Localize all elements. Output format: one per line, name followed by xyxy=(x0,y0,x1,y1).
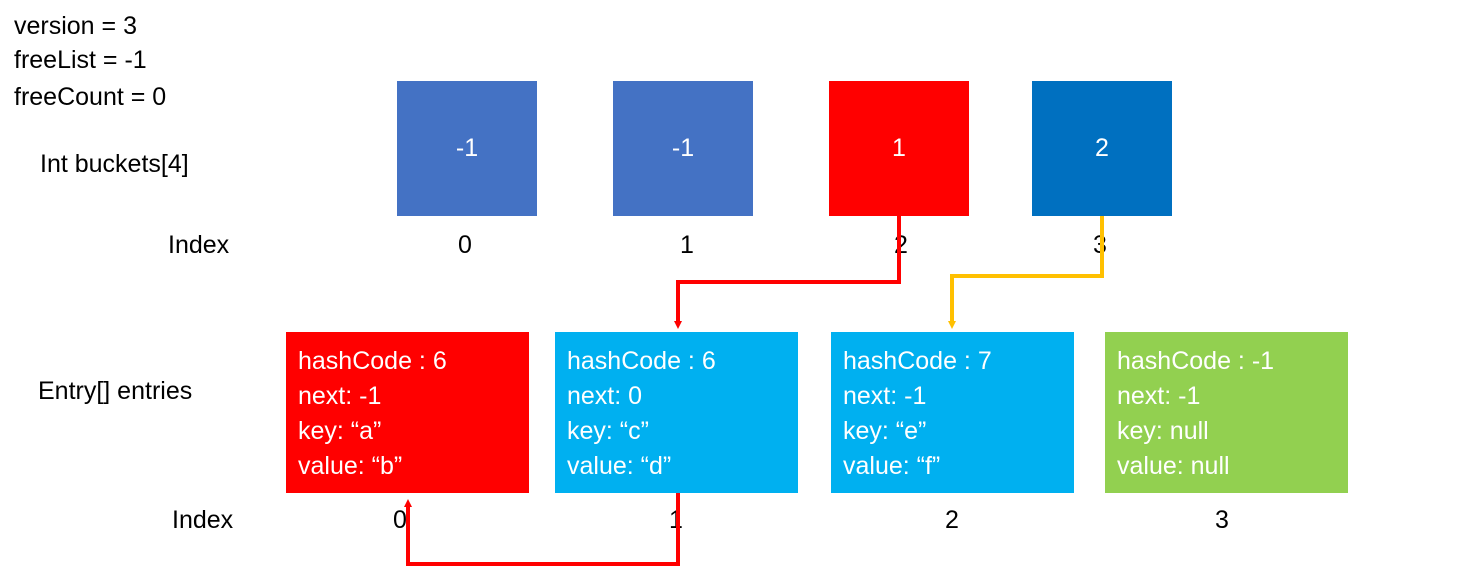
bucket-value: 2 xyxy=(1095,134,1109,162)
bucket-value: 1 xyxy=(892,134,906,162)
entry-index-2: 2 xyxy=(945,506,959,534)
entry-next: next: -1 xyxy=(298,382,382,410)
entry-value: value: “f” xyxy=(843,452,941,480)
bucket-value: -1 xyxy=(455,134,479,162)
entry-hashcode: hashCode : 6 xyxy=(567,347,716,375)
entry-value: value: “b” xyxy=(298,452,403,480)
bucket-index-3: 3 xyxy=(1093,231,1107,259)
entry-key: key: null xyxy=(1117,417,1209,445)
bucket-1: -1 xyxy=(613,81,753,216)
buckets-label: Int buckets[4] xyxy=(40,150,189,178)
entries-label: Entry[] entries xyxy=(38,377,193,405)
bucket-index-1: 1 xyxy=(680,231,694,259)
bucket-index-2: 2 xyxy=(894,231,908,259)
entry-hashcode: hashCode : -1 xyxy=(1117,347,1275,375)
entry-next: next: -1 xyxy=(843,382,927,410)
freecount-stat: freeCount = 0 xyxy=(14,83,167,111)
entry-index-1: 1 xyxy=(669,506,683,534)
entry-index-0: 0 xyxy=(393,506,407,534)
entry-hashcode: hashCode : 6 xyxy=(298,347,447,375)
entry-value: value: null xyxy=(1117,452,1230,480)
entry-key: key: “c” xyxy=(567,417,649,445)
entry-next: next: -1 xyxy=(1117,382,1201,410)
bucket-3: 2 xyxy=(1032,81,1172,216)
entry-key: key: “e” xyxy=(843,417,927,445)
bucket-0: -1 xyxy=(397,81,537,216)
version-stat: version = 3 xyxy=(14,12,137,40)
arrow-bucket2-to-entry1 xyxy=(674,216,901,329)
bucket-index-0: 0 xyxy=(458,231,472,259)
bucket-index-label: Index xyxy=(168,231,230,259)
arrow-entry1-next-to-entry0 xyxy=(404,493,680,566)
entry-index-3: 3 xyxy=(1215,506,1229,534)
bucket-value: -1 xyxy=(671,134,695,162)
entry-0: hashCode : 6 next: -1 key: “a” value: “b… xyxy=(286,332,529,493)
freelist-stat: freeList = -1 xyxy=(14,46,147,74)
entry-1: hashCode : 6 next: 0 key: “c” value: “d” xyxy=(555,332,798,493)
entry-hashcode: hashCode : 7 xyxy=(843,347,992,375)
entry-3: hashCode : -1 next: -1 key: null value: … xyxy=(1105,332,1348,493)
entry-2: hashCode : 7 next: -1 key: “e” value: “f… xyxy=(831,332,1074,493)
entry-key: key: “a” xyxy=(298,417,382,445)
entry-index-label: Index xyxy=(172,506,234,534)
entry-value: value: “d” xyxy=(567,452,672,480)
bucket-2: 1 xyxy=(829,81,969,216)
entry-next: next: 0 xyxy=(567,382,643,410)
